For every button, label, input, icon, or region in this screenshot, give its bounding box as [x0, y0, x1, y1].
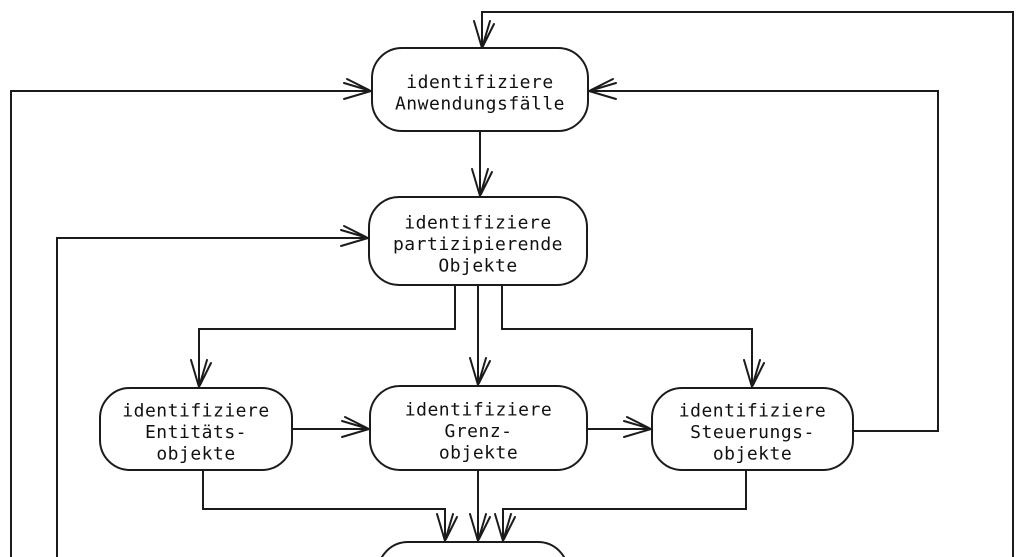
- arrowhead-icon: [190, 359, 212, 388]
- arrowhead-icon: [623, 416, 652, 438]
- arrowhead-icon: [588, 78, 617, 100]
- edge-line-objects-to-entity: [198, 284, 456, 386]
- edge-loop-right-outer-into-usecases-top: [473, 11, 1014, 557]
- edge-objects-to-boundary: [469, 284, 491, 386]
- node-label-line: Objekte: [438, 256, 517, 277]
- edge-line-objects-to-control: [501, 284, 753, 386]
- edge-line-controls-loop-into-usecases-right: [591, 90, 939, 432]
- edge-entity-to-bottom-node: [202, 469, 458, 542]
- node-label-line: Anwendungsfälle: [395, 93, 565, 114]
- edge-boundary-to-control: [586, 416, 652, 438]
- node-shape-identify-boundary-objects: [369, 385, 588, 471]
- edge-boundary-to-bottom-node: [469, 469, 491, 542]
- edge-loop-left-inner-into-objects: [56, 225, 369, 557]
- edge-usecases-to-objects: [471, 130, 493, 197]
- node-shape-bottom-node-partial: [380, 541, 566, 557]
- node-label-line: Steuerungs-: [690, 422, 815, 443]
- edge-entity-to-boundary: [291, 416, 370, 438]
- node-label-line: objekte: [713, 444, 792, 465]
- node-label-line: partizipierende: [393, 234, 563, 255]
- node-shape-identify-entity-objects: [99, 387, 293, 471]
- node-label-line: identifiziere: [404, 213, 551, 234]
- edge-line-entity-to-bottom-node: [202, 469, 446, 539]
- node-label-line: objekte: [439, 443, 518, 464]
- node-label-line: identifiziere: [406, 72, 553, 93]
- arrowhead-icon: [436, 513, 458, 542]
- arrowhead-icon: [469, 513, 491, 542]
- arrowhead-icon: [494, 513, 516, 542]
- node-label-line: Grenz-: [444, 421, 512, 442]
- arrowhead-icon: [341, 416, 370, 438]
- edge-line-loop-left-outer-into-usecases: [10, 90, 367, 557]
- arrowhead-icon: [340, 225, 369, 247]
- node-label-line: Entitäts-: [145, 422, 247, 443]
- edge-objects-to-entity: [190, 284, 456, 388]
- arrowhead-icon: [743, 359, 765, 388]
- node-label-line: identifiziere: [405, 400, 552, 421]
- edge-controls-loop-into-usecases-right: [588, 78, 939, 432]
- arrowhead-icon: [343, 78, 372, 100]
- node-shape-identify-usecases: [371, 47, 589, 132]
- node-shape-identify-participating-objects: [368, 196, 588, 286]
- node-label-line: identifiziere: [122, 401, 269, 422]
- node-bottom-node-partial: [380, 541, 566, 557]
- edge-loop-left-outer-into-usecases: [10, 78, 372, 557]
- edge-line-control-to-bottom-node: [502, 469, 747, 539]
- edges-layer: [10, 11, 1014, 557]
- node-label-line: identifiziere: [679, 401, 826, 422]
- arrowhead-icon: [473, 20, 495, 49]
- node-label-line: objekte: [156, 444, 235, 465]
- edge-line-loop-right-outer-into-usecases-top: [481, 11, 1014, 557]
- edge-objects-to-control: [501, 284, 765, 388]
- arrowhead-icon: [469, 357, 491, 386]
- edge-line-loop-left-inner-into-objects: [56, 237, 364, 557]
- node-shape-identify-control-objects: [651, 387, 854, 471]
- edge-control-to-bottom-node: [494, 469, 747, 542]
- arrowhead-icon: [471, 168, 493, 197]
